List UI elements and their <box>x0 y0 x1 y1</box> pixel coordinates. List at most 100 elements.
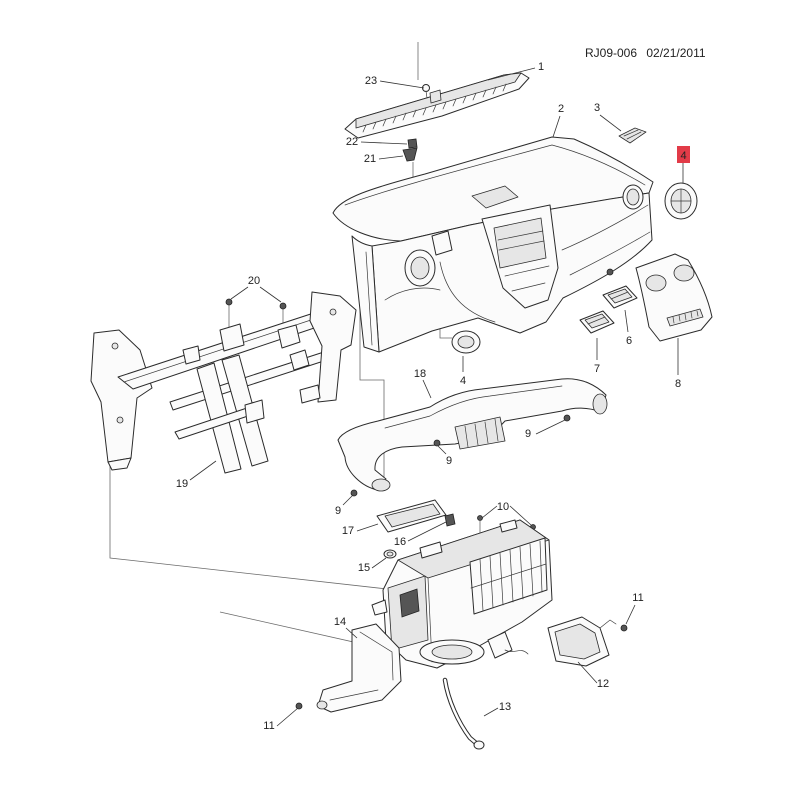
leader-line-9-left <box>342 494 354 506</box>
leader-line-16 <box>407 521 447 542</box>
leader-line-3 <box>599 114 622 132</box>
leader-line-11-right <box>625 604 636 625</box>
part-22 <box>407 138 418 149</box>
callout-7: 7 <box>594 363 600 375</box>
part-22-clip <box>407 138 418 149</box>
part-18-top-ridge <box>384 385 563 429</box>
callout-15: 15 <box>358 562 370 574</box>
part-14-duct-lines <box>329 631 394 701</box>
part-18 <box>337 378 608 492</box>
part-19-right-bracket <box>309 291 357 403</box>
part-2-knee-line <box>365 251 441 346</box>
part-21-clip <box>402 147 418 162</box>
callout-9-middle: 9 <box>446 455 452 467</box>
leader-lines <box>189 67 684 727</box>
part-13-hose-outline <box>442 677 479 746</box>
part-18-right-outlet <box>592 393 608 415</box>
part-14 <box>316 623 402 713</box>
part-4-round-vent-left <box>451 330 481 354</box>
part-12-bracket <box>599 619 617 629</box>
part-13-hose-end <box>473 740 485 750</box>
callout-18: 18 <box>414 368 426 380</box>
callout-2: 2 <box>558 103 564 115</box>
callouts: 23 1 2 3 22 21 20 4 7 6 8 18 9 9 19 9 10… <box>176 61 681 732</box>
callout-4-lower: 4 <box>460 375 466 387</box>
part-19-mount-block-2 <box>277 324 301 349</box>
callout-10: 10 <box>497 501 509 513</box>
drawing-date: 02/21/2011 <box>646 46 705 60</box>
leader-line-10 <box>481 505 532 526</box>
part-16-clip <box>444 513 456 527</box>
leader-line-17 <box>356 523 379 532</box>
hvac-module-blower-inlet <box>431 644 473 660</box>
part-19 <box>90 291 357 474</box>
callout-11-right: 11 <box>632 592 643 604</box>
part-11-screw-right <box>620 624 628 632</box>
part-8-vent-opening-right <box>673 264 695 282</box>
part-9-screw-left <box>350 489 358 497</box>
part-8-slot <box>666 308 704 327</box>
part-3 <box>618 127 647 144</box>
callout-14: 14 <box>334 616 346 628</box>
part-13-hose-core <box>443 678 478 745</box>
part-2-cluster-opening <box>471 185 519 209</box>
part-23 <box>422 84 430 99</box>
part-2-center-stack-opening <box>493 217 547 269</box>
part-19-tab-1 <box>244 399 265 424</box>
part-20-bolt-right <box>279 302 287 310</box>
part-1-mount-tab <box>429 89 442 104</box>
callout-9-left: 9 <box>335 505 341 517</box>
hvac-module-side-pipe <box>371 599 388 616</box>
part-15-grommet-hole <box>386 551 394 557</box>
part-19-left-hole-upper <box>111 342 119 350</box>
leader-line-11-left <box>276 707 299 727</box>
part-8 <box>635 253 713 342</box>
part-2-left-vent-inner <box>410 256 430 280</box>
part-14-outlet <box>316 700 328 710</box>
callout-12: 12 <box>597 678 609 690</box>
callout-20: 20 <box>248 275 260 287</box>
part-8-bezel <box>635 253 713 342</box>
part-2-upper-vent-opening <box>431 230 453 256</box>
callout-1: 1 <box>538 61 544 73</box>
part-20 <box>225 298 287 310</box>
callout-16: 16 <box>394 536 406 548</box>
part-2-right-vent-inner <box>626 188 640 206</box>
leader-line-2 <box>552 115 561 138</box>
part-3-grille <box>618 127 647 144</box>
leader-line-9-middle <box>437 445 447 455</box>
part-9 <box>350 414 571 497</box>
part-19-left-hole-lower <box>116 416 124 424</box>
leader-line-14 <box>345 627 358 639</box>
callout-13: 13 <box>499 701 511 713</box>
leader-line-21 <box>378 155 404 160</box>
part-2-left-end <box>351 235 380 353</box>
leader-line-9-right <box>535 419 566 435</box>
callout-22: 22 <box>346 136 358 148</box>
hvac-module-top-box-right <box>499 519 518 533</box>
callout-19: 19 <box>176 478 188 490</box>
part-8-vent-opening-left <box>645 274 667 292</box>
part-6 <box>602 285 638 309</box>
part-4-round-vent-right <box>664 182 698 220</box>
highlight-box <box>677 146 690 163</box>
leader-line-23 <box>379 80 425 89</box>
part-2-column-opening-line <box>439 261 496 323</box>
callout-17: 17 <box>342 525 354 537</box>
part-7 <box>579 310 615 334</box>
part-20-bolt-left <box>225 298 233 306</box>
callout-9-right: 9 <box>525 428 531 440</box>
part-1 <box>344 72 530 139</box>
part-7-louver-line <box>587 316 606 325</box>
drawing-header: RJ09-006 02/21/2011 <box>585 46 706 60</box>
leader-line-18 <box>422 379 432 399</box>
leader-line-20 <box>230 286 282 303</box>
part-12 <box>547 616 617 667</box>
leader-line-6 <box>624 309 629 333</box>
drawing-id: RJ09-006 <box>585 46 637 60</box>
part-3-hatch <box>623 129 642 140</box>
part-9-screw-middle <box>433 439 441 447</box>
hvac-module-wiring <box>504 649 529 655</box>
callout-21: 21 <box>364 153 376 165</box>
part-21 <box>402 147 418 162</box>
